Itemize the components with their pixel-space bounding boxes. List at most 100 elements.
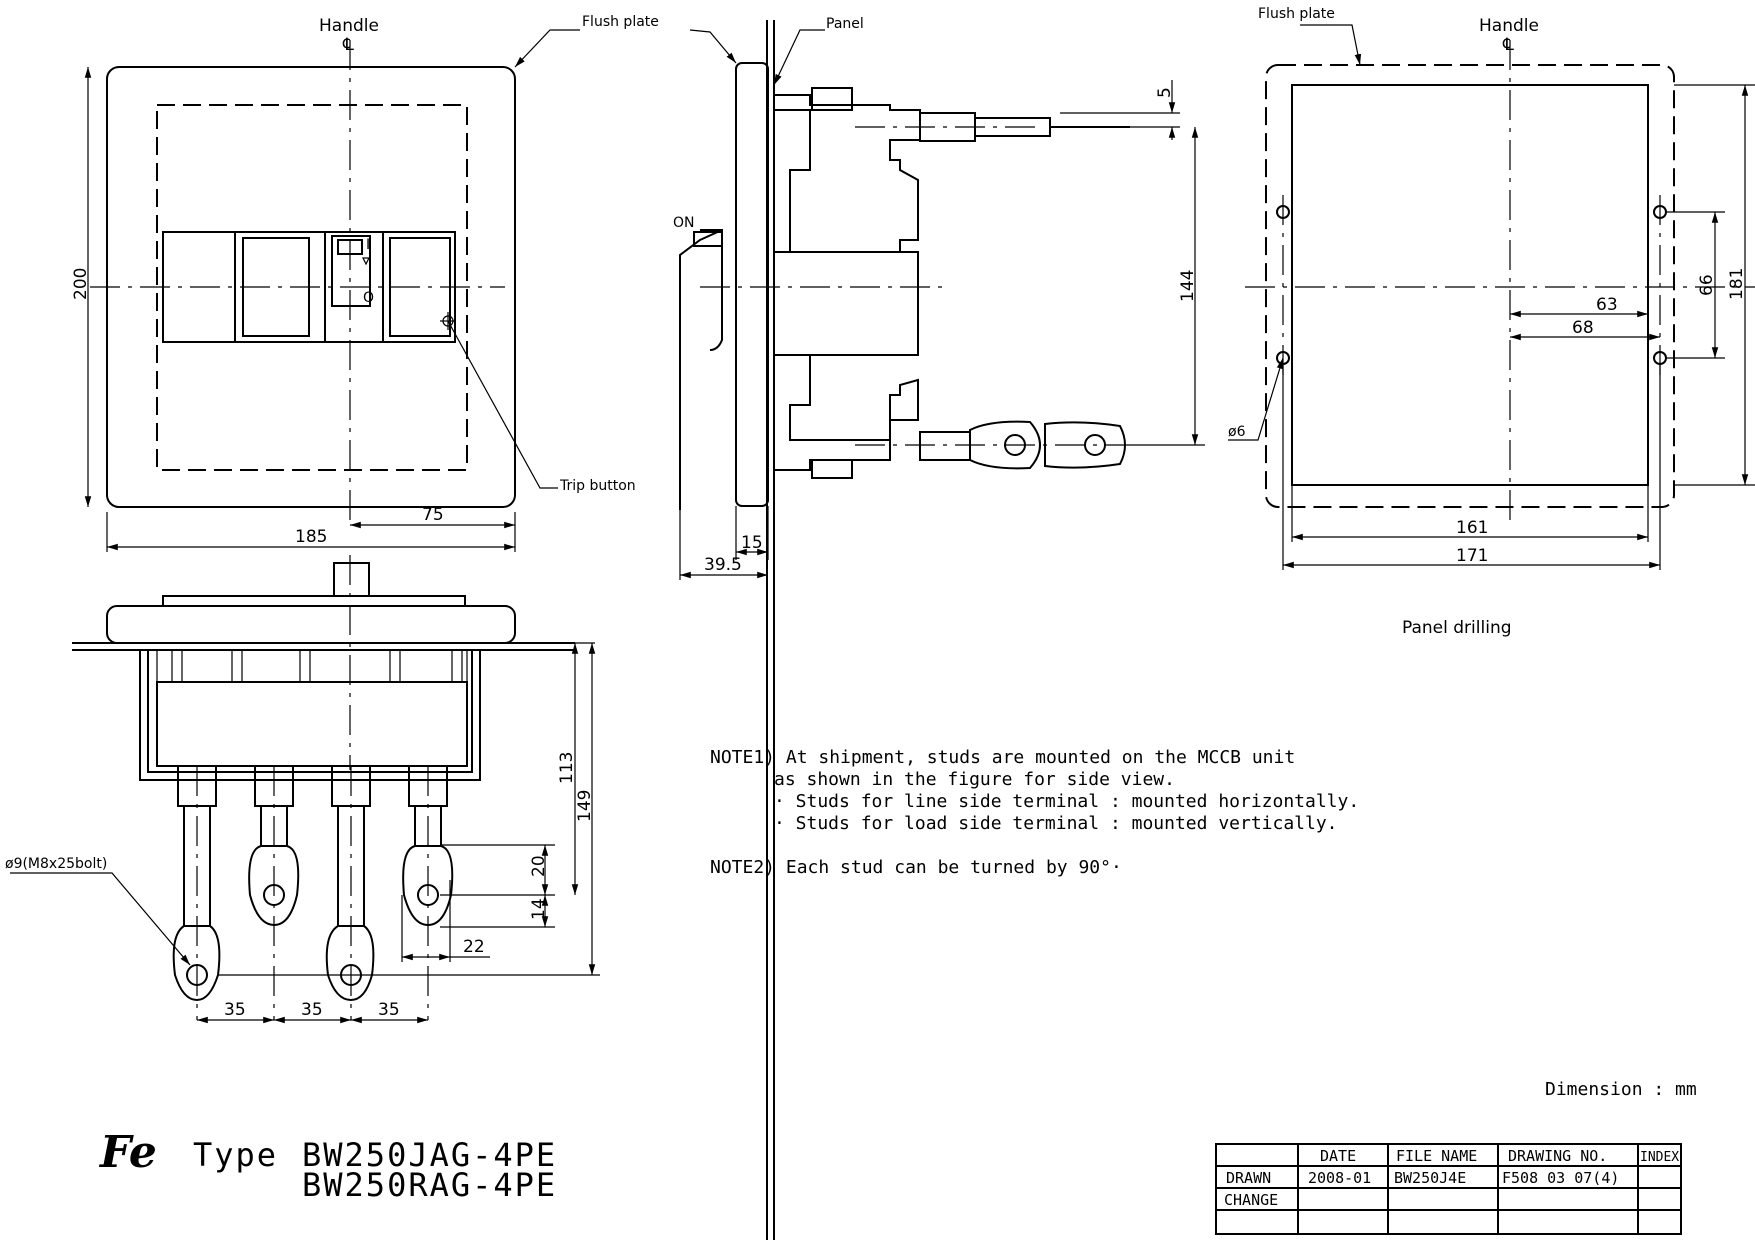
table-cell-drawn: DRAWN xyxy=(1226,1169,1271,1187)
dim-39-5: 39.5 xyxy=(704,555,742,575)
revision-table: DATE FILE NAME DRAWING NO. INDEX DRAWN 2… xyxy=(1215,1143,1682,1235)
stud-2 xyxy=(248,765,300,1020)
note1-line3: · Studs for line side terminal : mounted… xyxy=(774,791,1359,812)
stud-callout-leader xyxy=(10,872,191,966)
pole-window-2-inner xyxy=(242,237,310,337)
dim-35-c: 35 xyxy=(378,1000,400,1020)
bottom-pole-columns xyxy=(171,649,463,683)
flush-plate-leader-side xyxy=(689,29,737,64)
on-label: ON xyxy=(673,215,695,231)
dim-149: 149 xyxy=(575,790,595,822)
side-handle xyxy=(679,229,723,510)
bottom-body-block xyxy=(156,681,468,767)
side-load-terminal-body xyxy=(774,354,919,471)
pole-window-4 xyxy=(382,231,456,343)
dim-185: 185 xyxy=(295,527,327,547)
side-top-block xyxy=(811,87,853,111)
hole-callout-label: ø6 xyxy=(1228,424,1246,440)
note2: NOTE2) Each stud can be turned by 90°· xyxy=(710,857,1122,878)
bottom-flush-plate xyxy=(106,605,516,644)
flush-plate-label-right: Flush plate xyxy=(1258,6,1335,22)
bottom-cover-top xyxy=(162,595,466,607)
side-lug-2-hole xyxy=(1084,434,1106,456)
fe-logo: Fe xyxy=(98,1127,157,1178)
table-header-drawing-no: DRAWING NO. xyxy=(1508,1147,1607,1165)
handle-body xyxy=(331,235,371,307)
trip-button-label: Trip button xyxy=(559,478,636,494)
side-handle-tab xyxy=(693,231,723,247)
breaker-window-row xyxy=(162,231,456,343)
table-cell-change: CHANGE xyxy=(1224,1191,1278,1209)
drilling-cutout xyxy=(1291,84,1649,486)
handle-tab xyxy=(337,239,363,255)
stud-1 xyxy=(172,765,221,1020)
handle-cl-front: ℄ xyxy=(342,35,354,55)
side-lug-1 xyxy=(969,420,1041,470)
units-note: Dimension : mm xyxy=(1545,1079,1697,1100)
panel-label: Panel xyxy=(826,16,864,32)
dim-144: 144 xyxy=(1178,270,1198,302)
bottom-view: ø9(M8x25bolt) 20 14 113 149 22 35 35 35 xyxy=(5,555,600,1024)
dim-14: 14 xyxy=(529,898,549,920)
dim-75: 75 xyxy=(422,505,444,525)
dim-5: 5 xyxy=(1155,87,1175,98)
dim-66: 66 xyxy=(1697,274,1717,296)
breaker-on-mark: I xyxy=(366,237,370,253)
handle-cl-right: ℄ xyxy=(1502,35,1514,55)
side-view: ON Panel 5 144 15 39.5 xyxy=(673,16,1205,1240)
side-lug-1-hole xyxy=(1004,434,1026,456)
table-header-index: INDEX xyxy=(1640,1150,1679,1165)
dim-63: 63 xyxy=(1596,295,1618,315)
stud-3 xyxy=(325,765,375,1020)
front-view: I O Trip button Handle ℄ Flush plate 200… xyxy=(71,14,659,552)
dim-15: 15 xyxy=(741,533,763,553)
dim-181: 181 xyxy=(1727,268,1747,300)
flush-plate-leader-right xyxy=(1300,24,1362,66)
side-lug-2 xyxy=(1044,421,1126,469)
panel-drilling-caption: Panel drilling xyxy=(1402,618,1512,638)
stud-callout-label: ø9(M8x25bolt) xyxy=(5,856,107,872)
panel-drilling-view: Handle ℄ Flush plate 63 68 66 181 161 17… xyxy=(1228,6,1755,638)
hole-callout-leader xyxy=(1228,357,1284,441)
note1-line1: NOTE1) At shipment, studs are mounted on… xyxy=(710,747,1295,768)
dim-113: 113 xyxy=(557,752,577,784)
table-header-date: DATE xyxy=(1320,1147,1356,1165)
dim-161: 161 xyxy=(1456,518,1488,538)
dim-35-a: 35 xyxy=(224,1000,246,1020)
table-cell-date: 2008-01 xyxy=(1308,1169,1371,1187)
title-block: Fe Type BW250JAG-4PE BW250RAG-4PE xyxy=(98,1127,557,1204)
side-flush-plate xyxy=(735,62,769,507)
stud-4 xyxy=(402,765,454,1020)
handle-arrow-icon xyxy=(362,257,370,266)
flush-plate-label-front: Flush plate xyxy=(582,14,659,30)
dim-200: 200 xyxy=(71,268,91,300)
notes-block: NOTE1) At shipment, studs are mounted on… xyxy=(710,747,1697,1100)
model-2: BW250RAG-4PE xyxy=(302,1166,557,1204)
handle-label-front: Handle xyxy=(319,16,379,36)
bottom-handle-stub xyxy=(333,562,370,597)
drilling-flush-plate-outline xyxy=(1265,64,1675,508)
side-line-terminal-body xyxy=(774,94,921,253)
dim-35-b: 35 xyxy=(301,1000,323,1020)
pole-window-4-inner xyxy=(389,237,451,337)
bottom-body xyxy=(139,650,481,781)
table-header-file-name: FILE NAME xyxy=(1396,1147,1477,1165)
handle-label-right: Handle xyxy=(1479,16,1539,36)
type-prefix: Type xyxy=(193,1136,278,1174)
breaker-off-mark: O xyxy=(363,290,374,306)
table-cell-file-name: BW250J4E xyxy=(1394,1169,1466,1187)
flush-plate-leader-front xyxy=(514,29,580,68)
trip-button-leader xyxy=(447,320,558,489)
panel-leader xyxy=(773,29,825,86)
dim-68: 68 xyxy=(1572,318,1594,338)
dim-171: 171 xyxy=(1456,546,1488,566)
side-main-body xyxy=(774,251,919,356)
note1-line2: as shown in the figure for side view. xyxy=(774,769,1175,790)
mounting-holes xyxy=(1276,205,1667,365)
side-bottom-stud xyxy=(919,431,971,461)
dim-20: 20 xyxy=(529,855,549,877)
model-1: BW250JAG-4PE xyxy=(302,1136,557,1174)
side-bottom-block xyxy=(811,459,853,479)
